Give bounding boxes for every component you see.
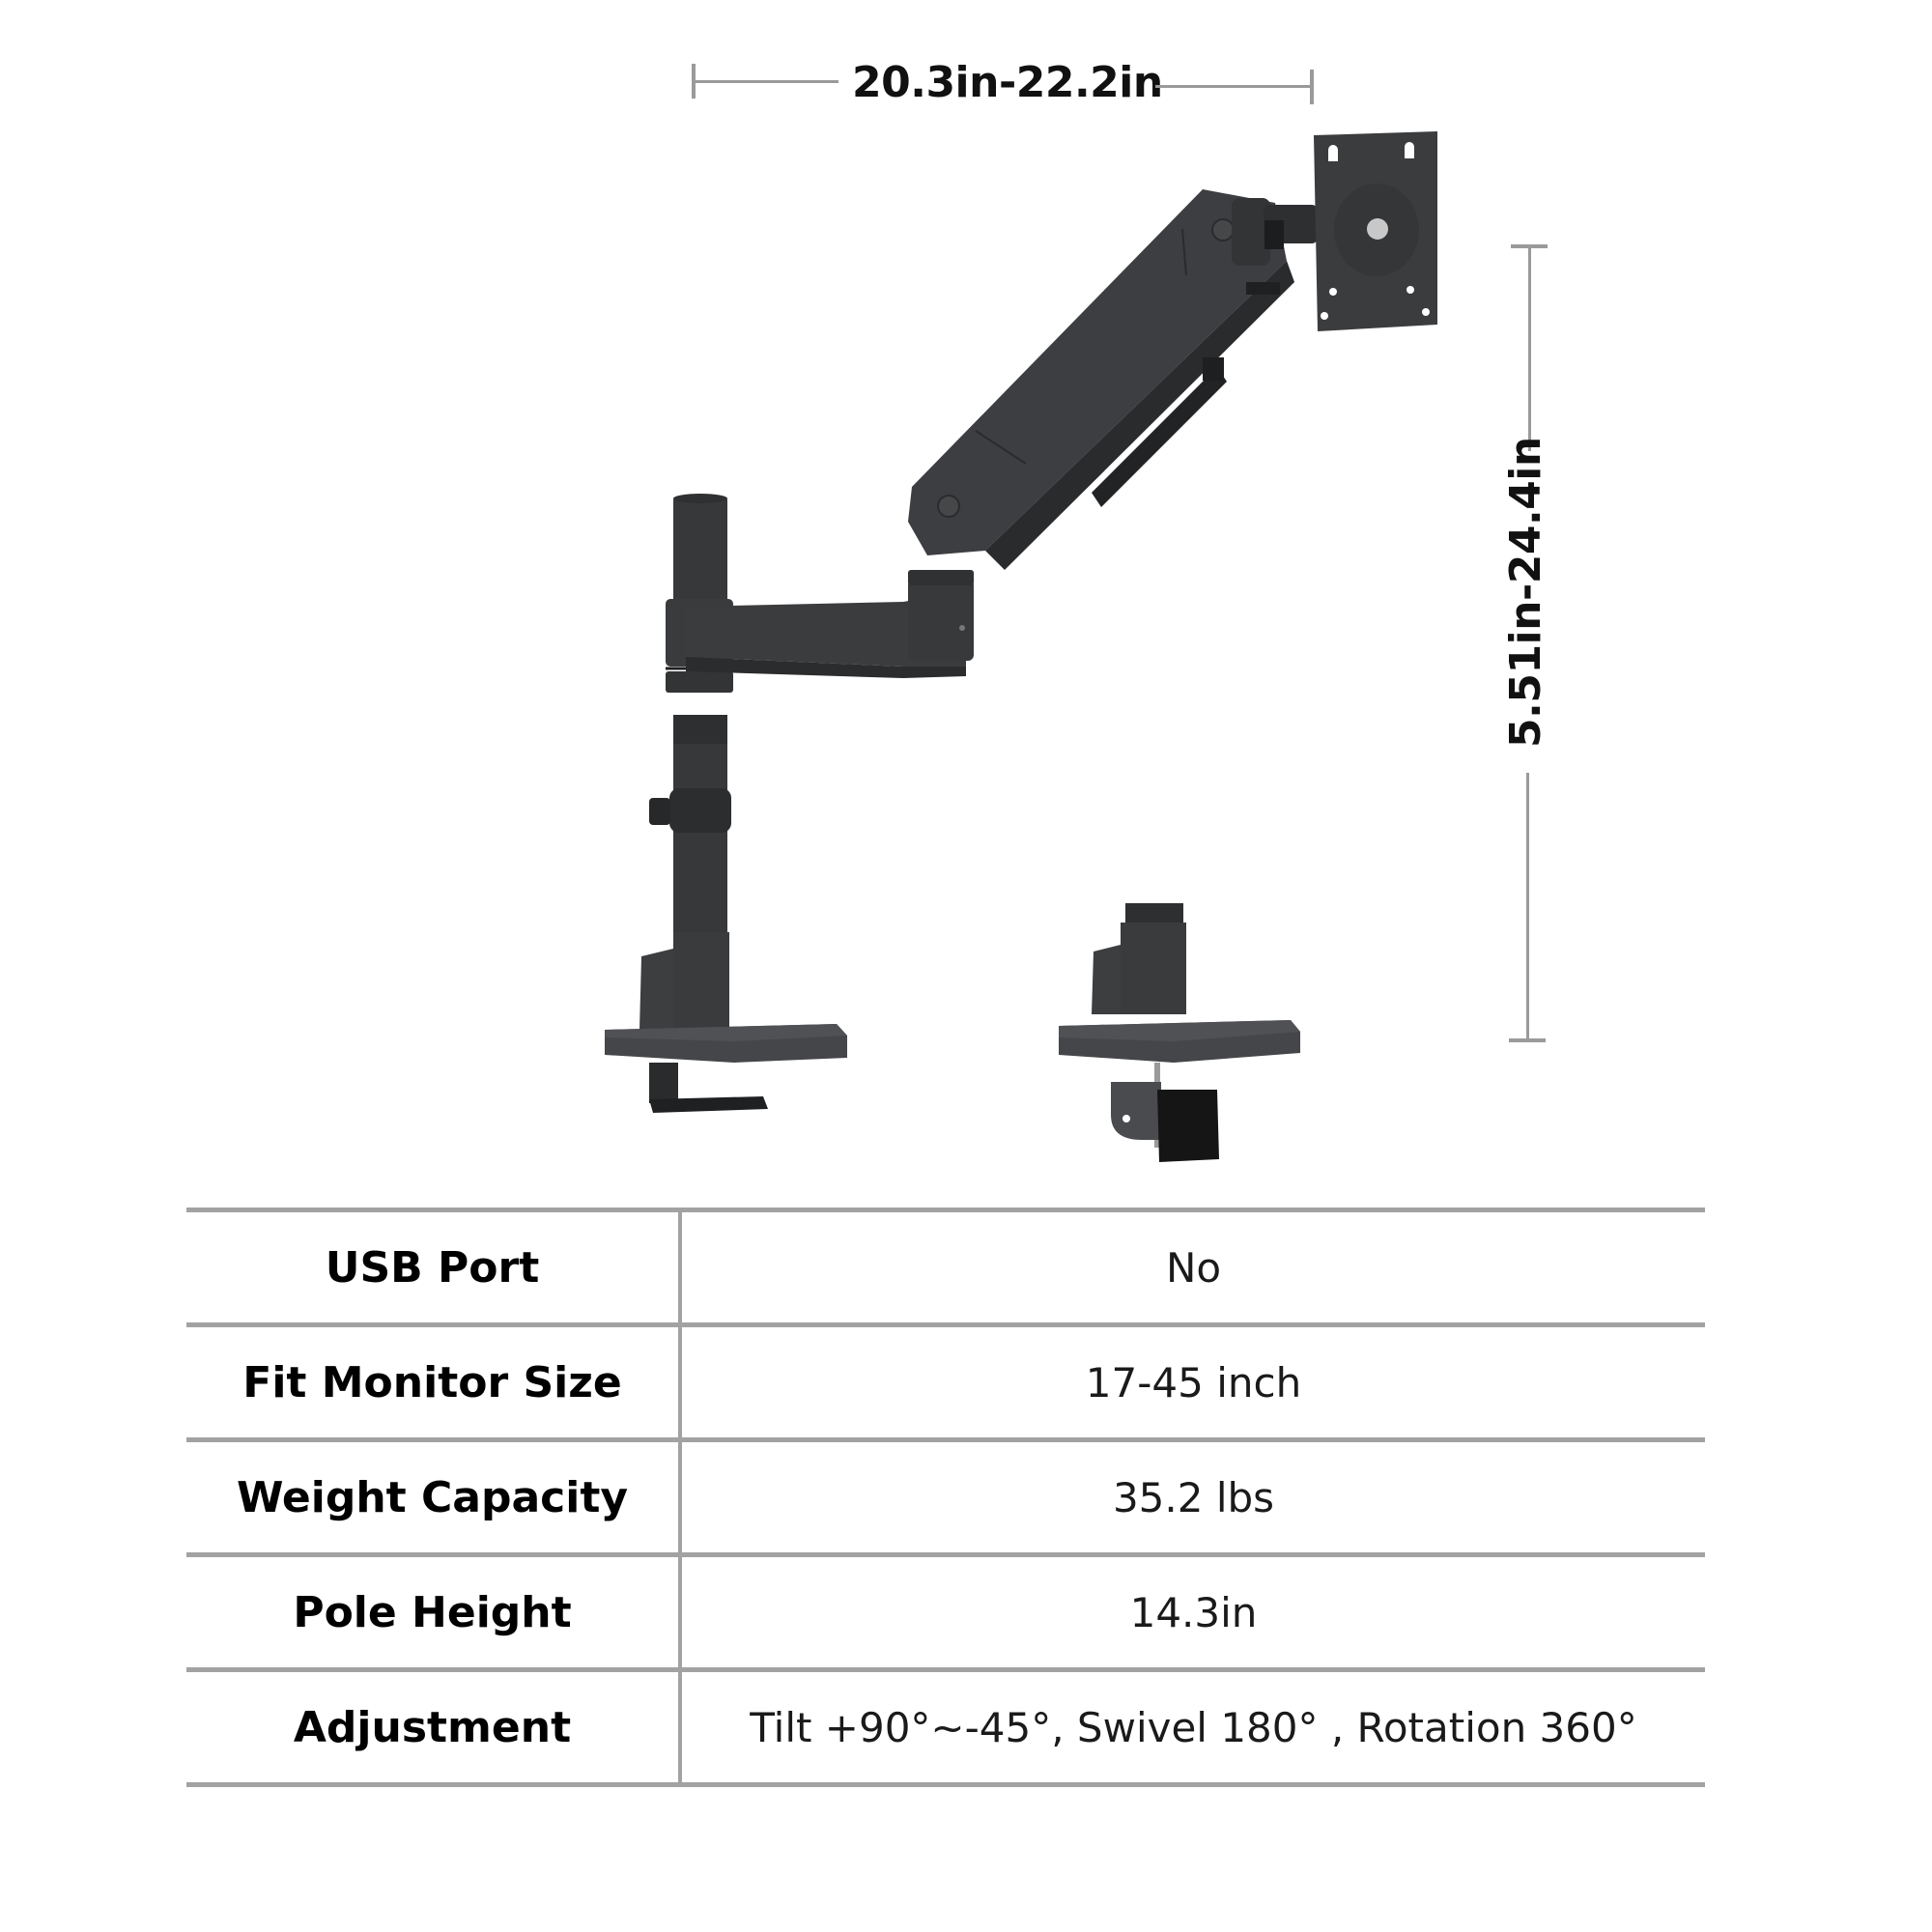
- tilt-head: [1232, 198, 1318, 266]
- spec-value: 17-45 inch: [680, 1322, 1705, 1442]
- spec-label: Adjustment: [186, 1667, 682, 1787]
- pole: [673, 494, 727, 947]
- spec-value: 35.2 lbs: [680, 1437, 1705, 1557]
- spec-value: 14.3in: [680, 1552, 1705, 1672]
- pivot-cap-upper: [1211, 218, 1235, 242]
- table-row: Pole Height 14.3in: [186, 1552, 1705, 1672]
- spec-label: Pole Height: [186, 1552, 682, 1672]
- elbow-joint: [908, 570, 974, 661]
- reach-dim-right-line: [1155, 85, 1312, 88]
- table-row: Adjustment Tilt +90°~-45°, Swivel 180° ,…: [186, 1667, 1705, 1787]
- height-dim-top-line: [1528, 246, 1531, 451]
- table-row: Weight Capacity 35.2 lbs: [186, 1437, 1705, 1557]
- spec-value: Tilt +90°~-45°, Swivel 180° , Rotation 3…: [680, 1667, 1705, 1787]
- spec-label: USB Port: [186, 1208, 682, 1327]
- clamp-base: [605, 932, 847, 1113]
- reach-dim-label: 20.3in-22.2in: [852, 58, 1163, 107]
- lower-arm: [686, 591, 966, 667]
- reach-dim-right-tick: [1310, 70, 1314, 104]
- spec-label: Fit Monitor Size: [186, 1322, 682, 1442]
- vesa-plate: [1314, 131, 1437, 331]
- reach-dim-left-line: [694, 80, 838, 83]
- height-lock-collar: [649, 788, 731, 833]
- table-row: Fit Monitor Size 17-45 inch: [186, 1322, 1705, 1442]
- spec-value: No: [680, 1208, 1705, 1327]
- height-dim-bottom-tick: [1509, 1038, 1546, 1042]
- monitor-arm-illustration: [605, 131, 1437, 1162]
- height-dim-bottom-line: [1526, 773, 1529, 1040]
- spec-table: USB Port No Fit Monitor Size 17-45 inch …: [186, 1208, 1705, 1787]
- pivot-cap-lower: [937, 495, 960, 518]
- spec-label: Weight Capacity: [186, 1437, 682, 1557]
- grommet-base: [1059, 903, 1300, 1162]
- table-row: USB Port No: [186, 1208, 1705, 1327]
- gas-spring-arm: [908, 189, 1294, 570]
